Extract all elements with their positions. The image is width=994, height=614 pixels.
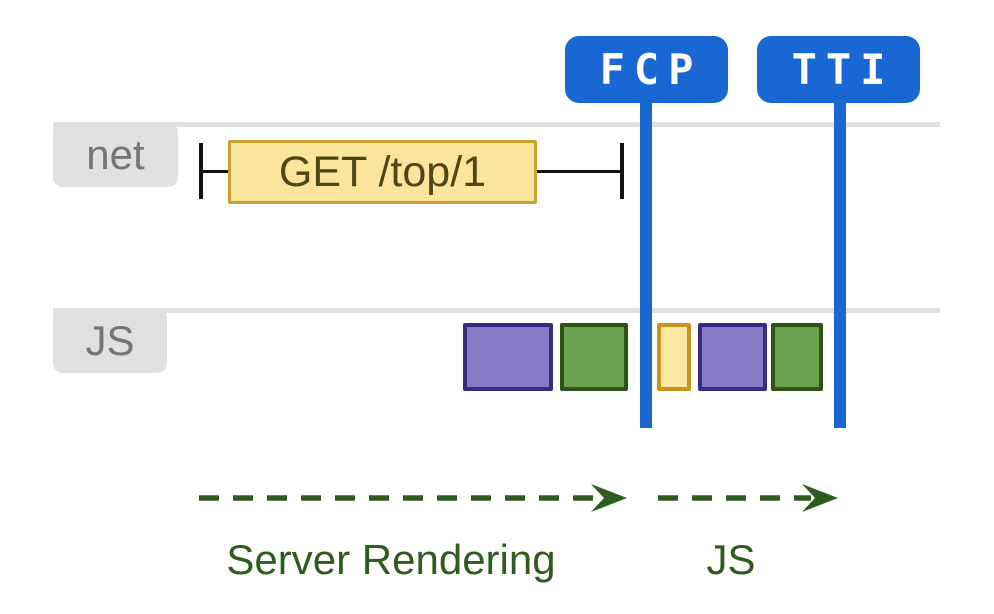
annotation-label-js: JS xyxy=(706,536,756,583)
flow-arrow-head-js-phase xyxy=(802,484,838,512)
network-request-bar: GET /top/1 xyxy=(228,140,537,204)
network-request-label: GET /top/1 xyxy=(278,147,487,196)
request-start-connector xyxy=(203,170,228,173)
js-block-purple xyxy=(698,323,767,391)
js-block-green xyxy=(560,323,628,391)
request-end-connector xyxy=(537,170,620,173)
tti-badge: TTI xyxy=(757,36,920,103)
net-track-line xyxy=(53,122,940,127)
fcp-badge: FCP xyxy=(565,36,728,103)
flow-arrow-head-server-rendering xyxy=(591,484,627,512)
tti-marker-line xyxy=(834,100,846,428)
request-start-tick xyxy=(199,143,203,199)
js-block-purple xyxy=(463,323,553,391)
js-track-label: JS xyxy=(53,308,167,373)
net-track-label-text: net xyxy=(86,130,145,178)
js-block-yellow xyxy=(657,323,691,391)
js-block-green xyxy=(771,323,823,391)
fcp-badge-label: FCP xyxy=(599,45,703,94)
net-track-label: net xyxy=(53,122,178,187)
annotation-label-server-rendering: Server Rendering xyxy=(226,536,556,583)
js-track-label-text: JS xyxy=(85,316,135,364)
js-track-line xyxy=(53,308,940,313)
fcp-marker-line xyxy=(640,100,652,428)
tti-badge-label: TTI xyxy=(791,45,895,94)
request-end-tick xyxy=(620,143,624,199)
